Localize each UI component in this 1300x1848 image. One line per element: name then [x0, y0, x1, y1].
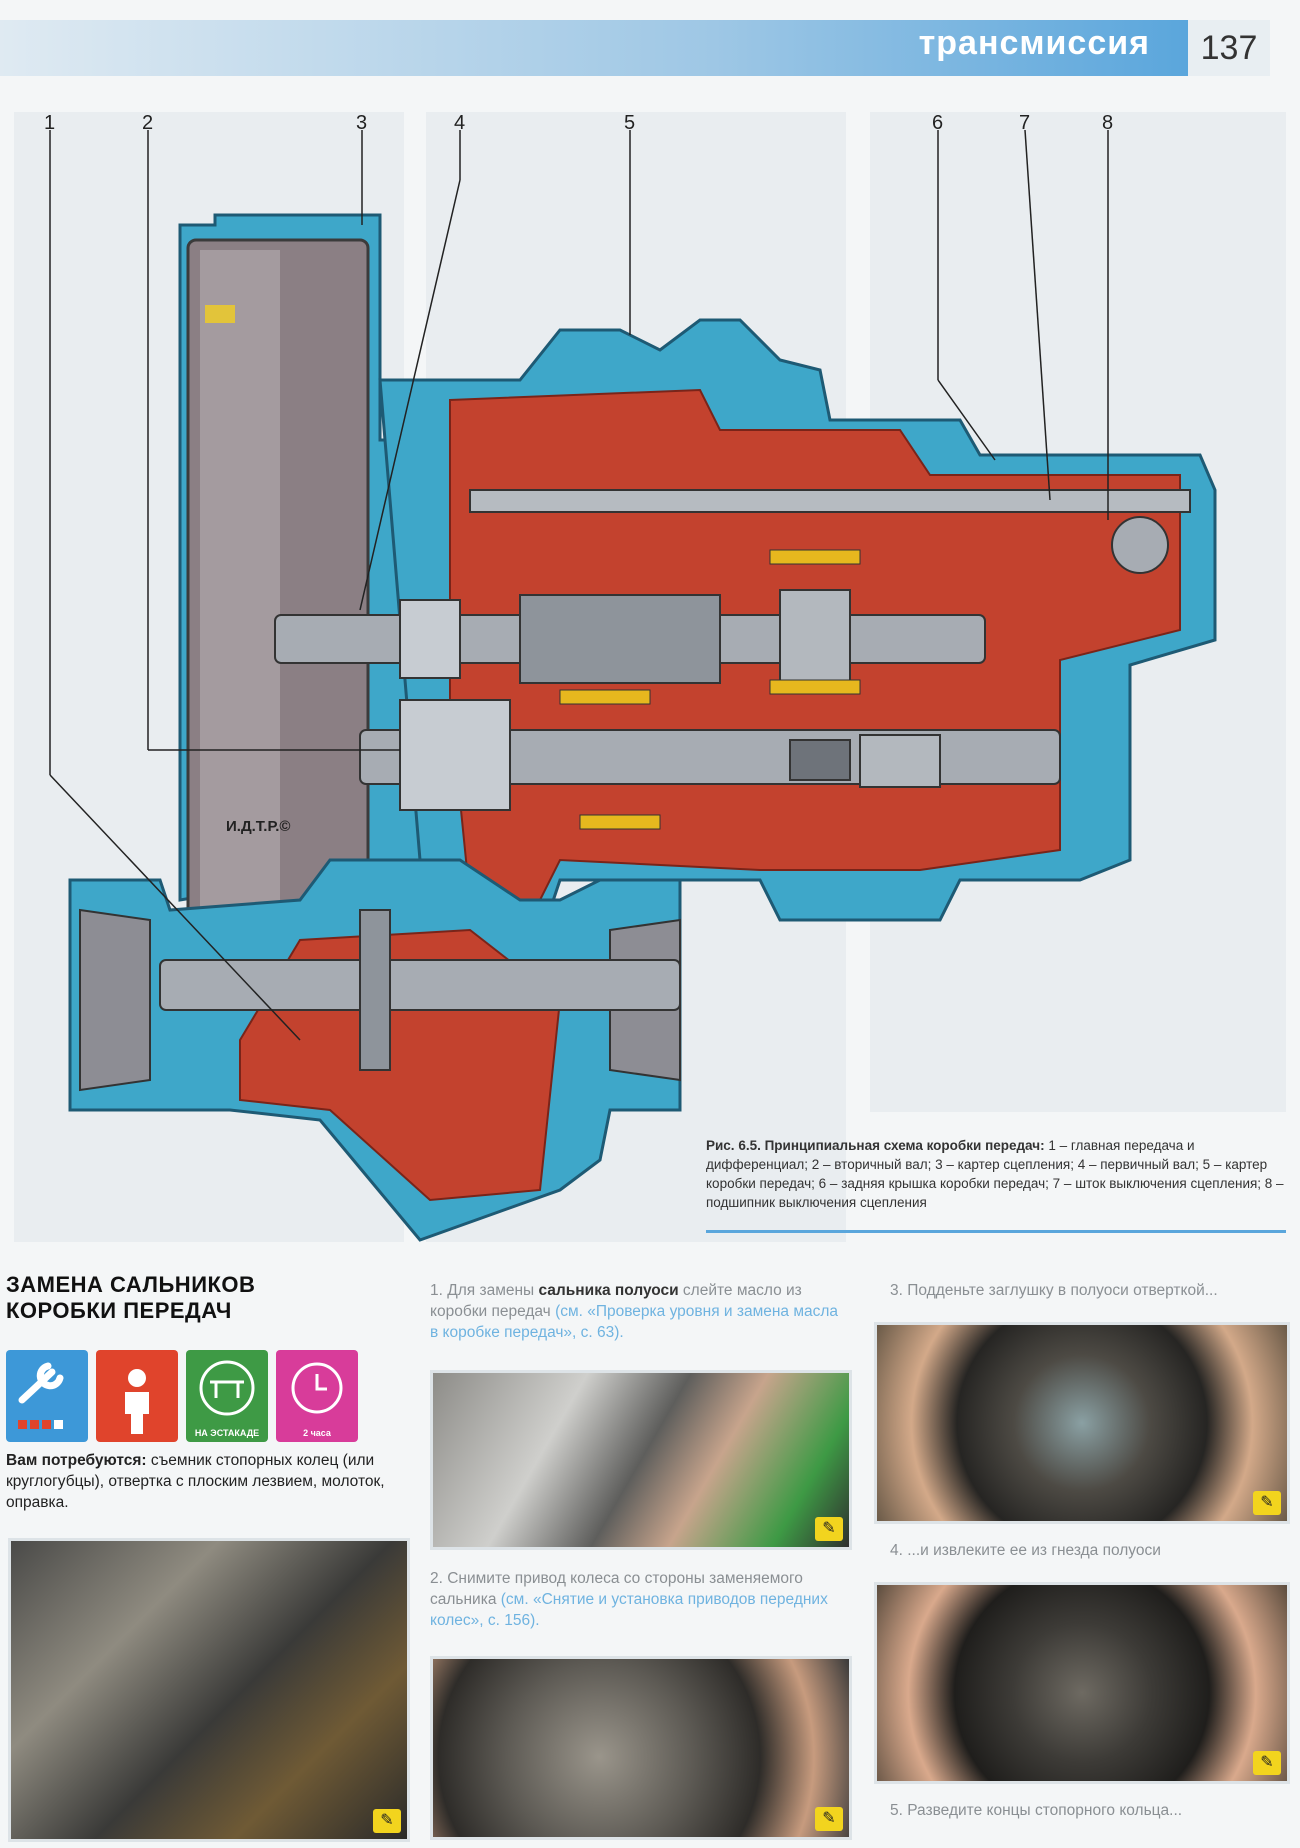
procedure-title: ЗАМЕНА САЛЬНИКОВ КОРОБКИ ПЕРЕДАЧ [6, 1272, 255, 1324]
callout-7: 7 [1019, 112, 1031, 134]
wrench-icon: ✎ [373, 1809, 401, 1833]
figure-caption: Рис. 6.5. Принципиальная схема коробки п… [706, 1136, 1286, 1212]
wrench-icon: ✎ [815, 1807, 843, 1831]
step-1-c: слейте масло из коробки передач [430, 1282, 802, 1320]
step-1-text: 1. Для замены сальника полуоси слейте ма… [430, 1280, 848, 1343]
step-2-ref: (см. «Снятие и установка приводов передн… [430, 1591, 828, 1629]
callout-4: 4 [454, 112, 466, 134]
callout-2: 2 [142, 112, 154, 134]
step-3-text: 3. Подденьте заглушку в полуоси отвертко… [890, 1282, 1218, 1299]
gearbox-diagram [49, 129, 1217, 1242]
step-1-a: 1. Для замены [430, 1282, 539, 1299]
section-title: трансмиссия [918, 24, 1150, 62]
tools-required: Вам потребуются: съемник стопорных колец… [6, 1450, 404, 1513]
wrench-icon: ✎ [815, 1517, 843, 1541]
tools-lead: Вам потребуются: [6, 1452, 147, 1469]
step-2-a: 2. Снимите привод колеса со стороны заме… [430, 1570, 803, 1608]
lift-badge: НА ЭСТАКАДЕ [186, 1350, 268, 1442]
person-icon [125, 1369, 149, 1434]
lift-label: НА ЭСТАКАДЕ [194, 1428, 260, 1438]
step-1-ref: (см. «Проверка уровня и замена масла в к… [430, 1303, 839, 1341]
time-badge: 2 часа [276, 1350, 358, 1442]
tools-text: съемник стопорных колец (или круглогубцы… [6, 1452, 385, 1511]
persons-badge [96, 1350, 178, 1442]
callout-3: 3 [356, 112, 368, 134]
wrench-icon: ✎ [1253, 1491, 1281, 1515]
procedure-title-line2: КОРОБКИ ПЕРЕДАЧ [6, 1298, 232, 1323]
caption-body: 1 – главная передача и дифференциал; 2 –… [706, 1138, 1284, 1210]
photo-step-2: ✎ [430, 1656, 852, 1840]
difficulty-dots [18, 1416, 63, 1434]
callout-1: 1 [44, 112, 56, 134]
step-2-text: 2. Снимите привод колеса со стороны заме… [430, 1568, 848, 1631]
caption-rule [706, 1230, 1286, 1233]
diagram-copyright: И.Д.Т.Р.© [226, 818, 291, 835]
photo-step-4: ✎ [874, 1582, 1290, 1784]
callout-5: 5 [624, 112, 636, 134]
page-number: 137 [1188, 20, 1270, 76]
photo-oil-drain: ✎ [8, 1538, 410, 1842]
callout-6: 6 [932, 112, 944, 134]
photo-step-3: ✎ [874, 1322, 1290, 1524]
procedure-title-line1: ЗАМЕНА САЛЬНИКОВ [6, 1272, 256, 1297]
time-label: 2 часа [303, 1428, 331, 1438]
step-1-b: сальника полуоси [538, 1282, 679, 1299]
lift-icon [199, 1360, 255, 1416]
caption-title: Рис. 6.5. Принципиальная схема коробки п… [706, 1138, 1045, 1153]
wrench-icon: ✎ [1253, 1751, 1281, 1775]
wrench-icon [18, 1362, 64, 1404]
difficulty-badge [6, 1350, 88, 1442]
clock-icon [291, 1362, 343, 1414]
step-4-text: 4. ...и извлеките ее из гнезда полуоси [890, 1542, 1161, 1559]
step-5-text: 5. Разведите концы стопорного кольца... [890, 1802, 1183, 1819]
photo-step-1: ✎ [430, 1370, 852, 1550]
callout-8: 8 [1102, 112, 1114, 134]
header-bar [0, 20, 1190, 76]
